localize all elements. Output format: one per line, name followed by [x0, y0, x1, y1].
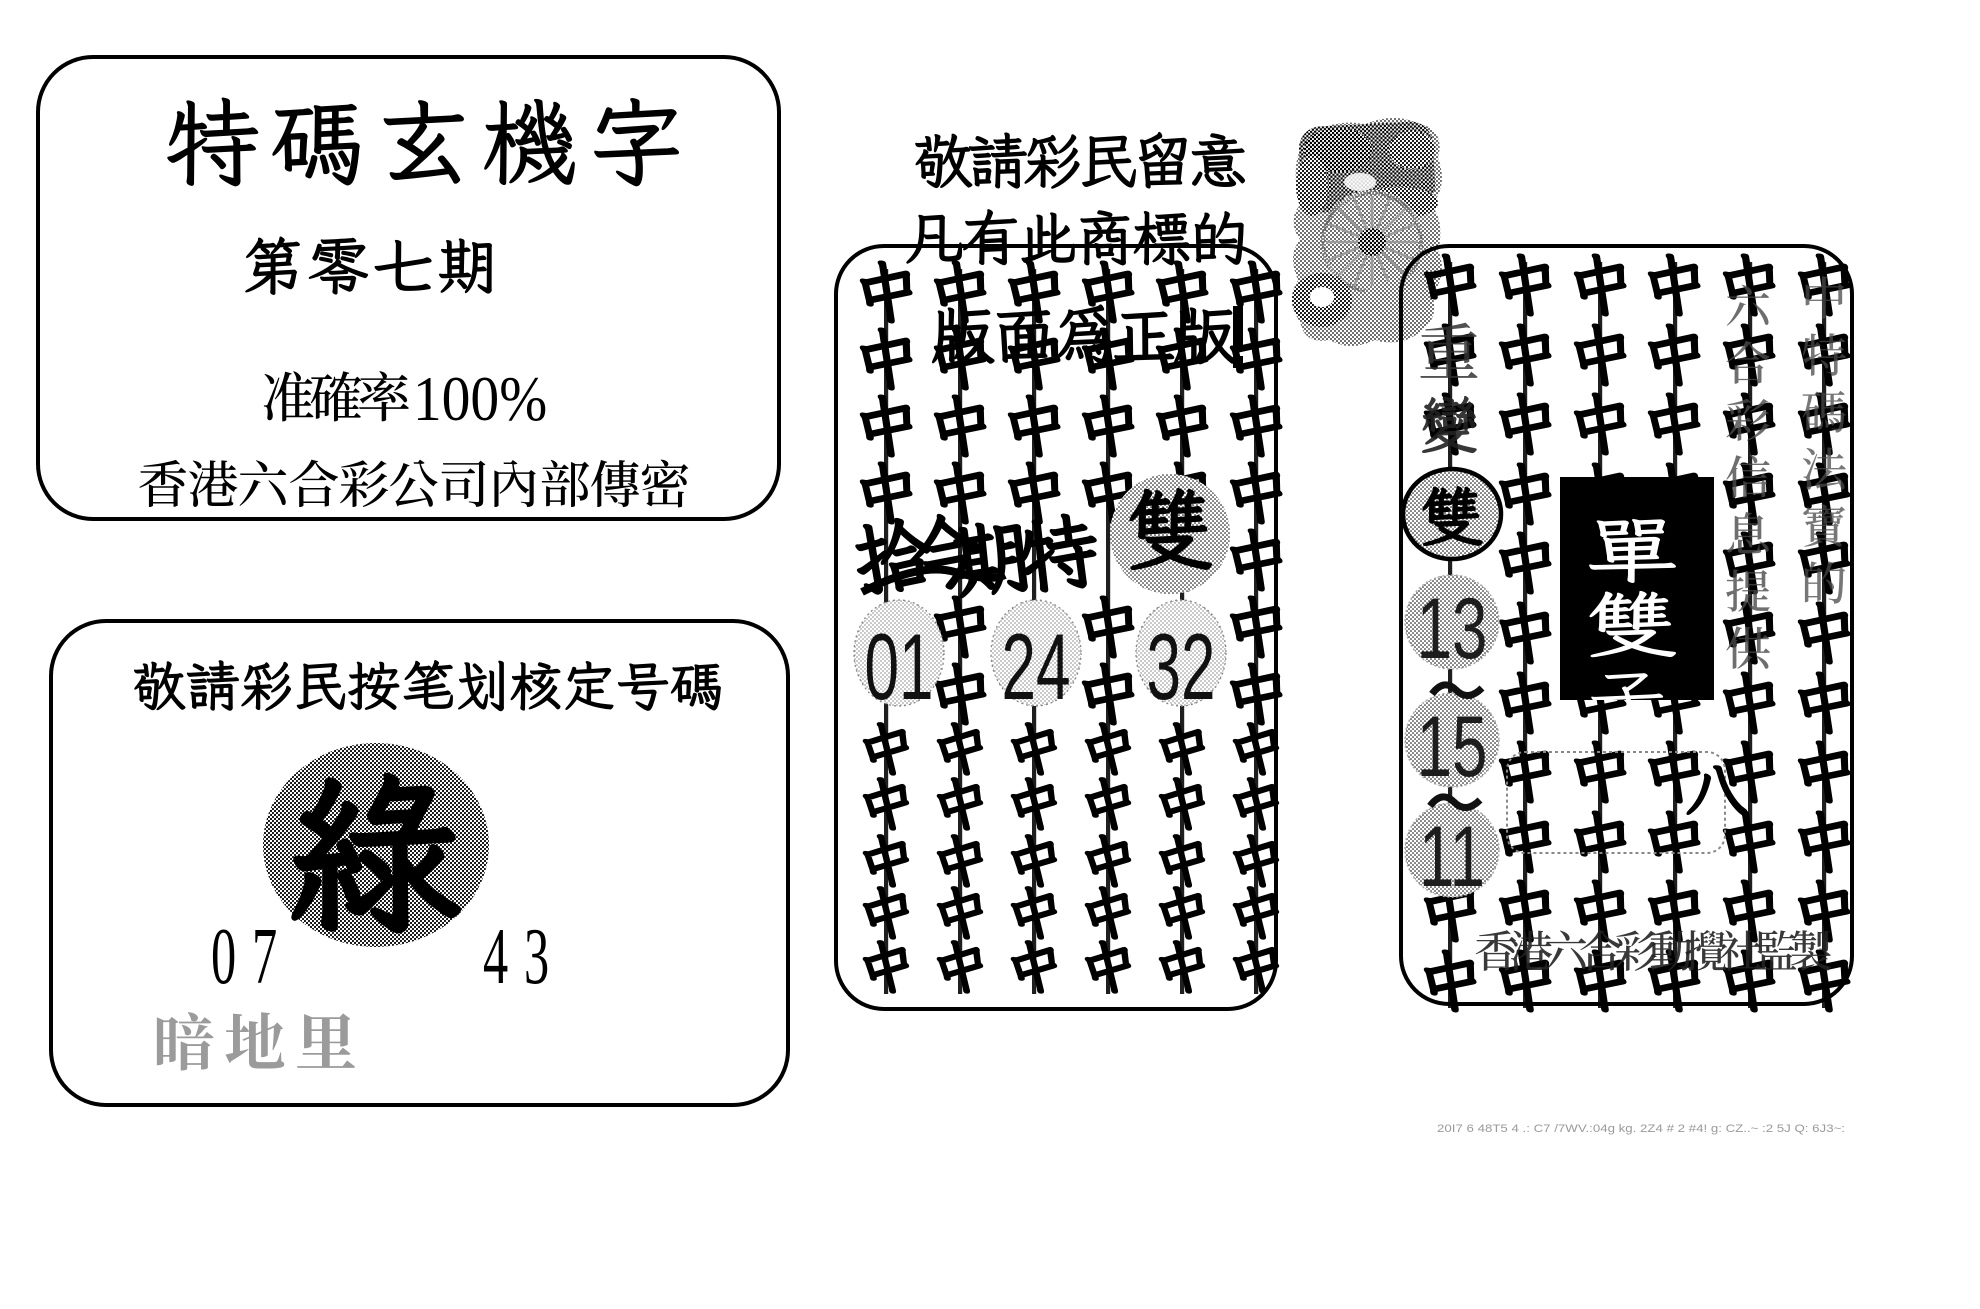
svg-text:32: 32	[1146, 614, 1215, 719]
svg-text:43: 43	[483, 912, 565, 1001]
svg-text:07: 07	[211, 912, 293, 1001]
svg-text:20I7 6 48T5 4 .: C7 /7WV.:04g: 20I7 6 48T5 4 .: C7 /7WV.:04g kg. 2Z4 # …	[1437, 1123, 1845, 1135]
svg-text:24: 24	[1001, 614, 1070, 719]
svg-text:100%: 100%	[413, 364, 547, 434]
svg-text:13: 13	[1417, 582, 1488, 677]
svg-text:15: 15	[1417, 700, 1488, 795]
svg-text:11: 11	[1419, 810, 1485, 905]
svg-text:01: 01	[864, 614, 933, 719]
